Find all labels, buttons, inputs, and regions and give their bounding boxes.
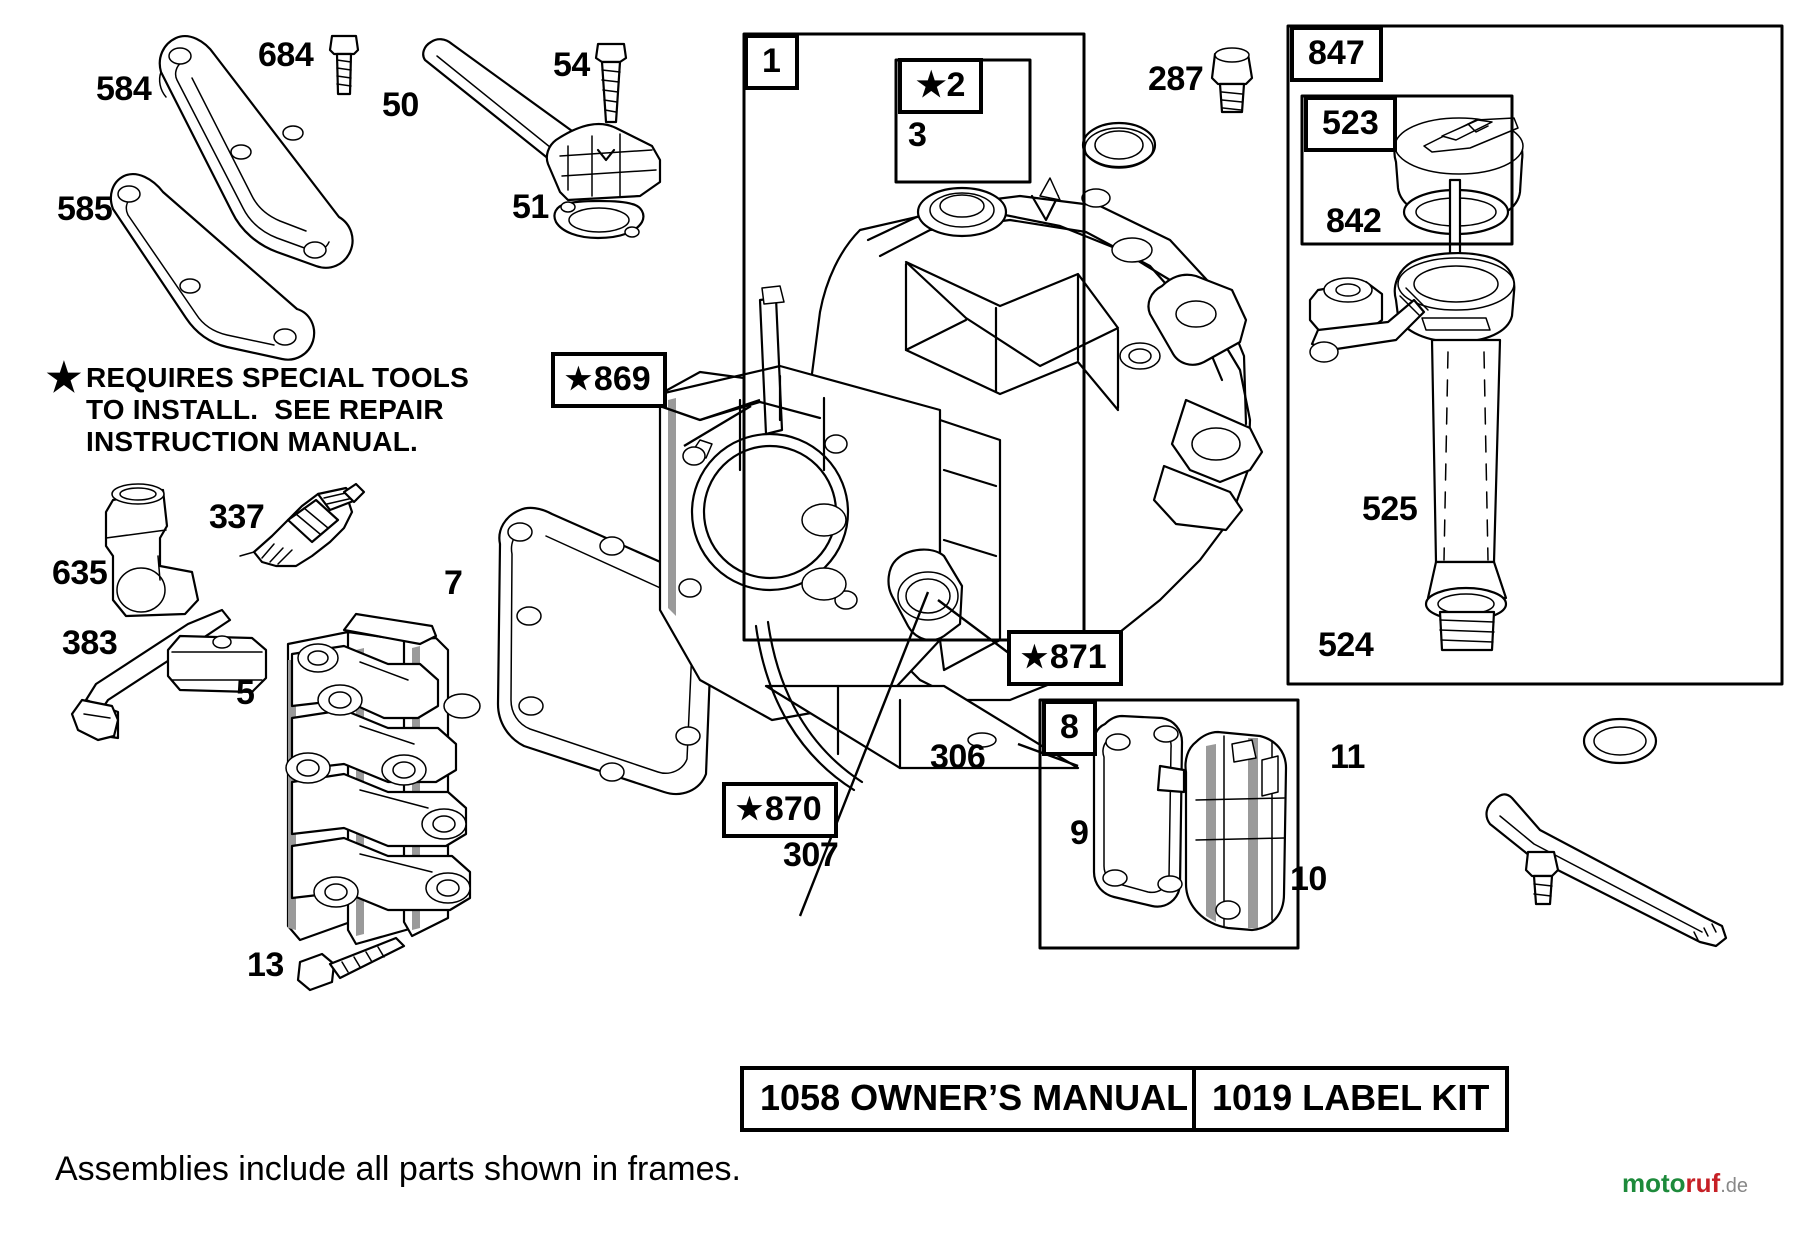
muffler-group-art [1092,714,1288,932]
part-label-584: 584 [96,70,152,108]
callout-870: ★870 [722,782,838,838]
note-line-1: REQUIRES SPECIAL TOOLS [86,362,469,393]
callout-870-number: 870 [764,790,822,828]
gasket-51-art [553,199,645,240]
gasket-584-art [158,35,354,269]
screw-54-art [594,42,628,124]
part-label-7: 7 [444,564,463,602]
frame-tab-1: 1 [744,34,799,90]
watermark-part-a: moto [1622,1168,1686,1198]
breather-tube-50-art [422,38,662,202]
frame-tab-8: 8 [1042,700,1097,756]
part-label-10: 10 [1290,860,1327,898]
part-label-842: 842 [1326,202,1382,240]
callout-869-number: 869 [593,360,651,398]
watermark-part-b: ruf [1685,1168,1721,1198]
note-star-icon: ★ [46,356,82,400]
part-label-306: 306 [930,738,986,776]
plug-boot-635-art [104,483,200,618]
callout-871-number: 871 [1049,638,1107,676]
callout-869: ★869 [551,352,667,408]
part-label-13: 13 [247,946,284,984]
part-label-524: 524 [1318,626,1374,664]
frame-tab-2: ★2 [898,58,984,114]
part-label-635: 635 [52,554,108,592]
gasket-585-art [109,173,316,361]
part-label-684: 684 [258,36,314,74]
head-bolt-13-art [296,936,406,992]
head-gasket-7-art [496,506,715,796]
part-label-383: 383 [62,624,118,662]
frame-tab-523: 523 [1304,96,1397,152]
footer-note: Assemblies include all parts shown in fr… [55,1150,741,1188]
part-label-287: 287 [1148,60,1204,98]
frame-tab-847: 847 [1290,26,1383,82]
part-label-525: 525 [1362,490,1418,528]
oil-seal-3-art [1081,121,1157,169]
part-label-5: 5 [236,674,255,712]
part-label-51: 51 [512,188,549,226]
note-line-2: TO INSTALL. SEE REPAIR [86,394,444,425]
bolt-287-art [1210,47,1254,114]
part-label-11: 11 [1330,738,1365,776]
star-icon: ★ [736,793,763,826]
part-label-50: 50 [382,86,419,124]
callout-871: ★871 [1007,630,1123,686]
part-label-307: 307 [783,836,839,874]
part-label-54: 54 [553,46,590,84]
star-icon: ★ [565,363,592,396]
part-label-9: 9 [1070,814,1089,852]
screw-684-art [328,34,360,96]
engine-block-art [658,177,1264,792]
part-label-585: 585 [57,190,113,228]
label-kit-box: 1019 LABEL KIT [1192,1066,1510,1132]
cylinder-head-5-art [285,612,481,946]
screw-10-art [1524,850,1560,906]
star-icon: ★ [1021,641,1048,674]
part-label-337: 337 [209,498,265,536]
part-label-3: 3 [908,116,927,154]
watermark: motoruf.de [1622,1168,1748,1199]
watermark-part-c: .de [1720,1175,1749,1197]
note-line-3: INSTRUCTION MANUAL. [86,426,418,457]
owners-manual-box: 1058 OWNER’S MANUAL [740,1066,1209,1132]
drain-tube-11-art [1485,793,1728,948]
